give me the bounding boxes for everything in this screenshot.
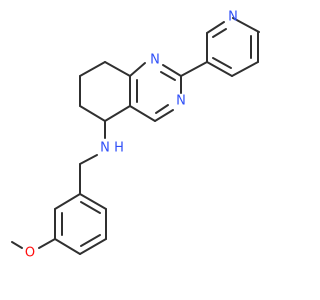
atom-label-h-amine: H xyxy=(114,141,124,156)
bond xyxy=(206,61,233,77)
bond xyxy=(232,17,260,33)
bond xyxy=(154,109,174,122)
bond xyxy=(80,201,101,214)
bond xyxy=(162,64,182,77)
bond xyxy=(79,154,98,165)
bond xyxy=(180,61,208,77)
bond xyxy=(54,193,81,210)
bond xyxy=(155,104,169,114)
bond xyxy=(231,61,259,77)
atom-label-n-quinazoline-3: N xyxy=(176,94,186,109)
bond xyxy=(38,238,56,249)
atom-label-n-pyridine: N xyxy=(228,10,238,25)
molecule-diagram: N N N N H O xyxy=(11,10,260,261)
atom-label-o-methoxy: O xyxy=(25,246,35,261)
bond xyxy=(212,28,227,38)
bond xyxy=(79,61,106,77)
bond xyxy=(104,105,131,122)
bond xyxy=(129,105,156,122)
pyridine-ring xyxy=(206,17,260,77)
bond xyxy=(11,241,23,249)
bond xyxy=(212,57,232,69)
bond xyxy=(54,238,81,255)
bond xyxy=(129,62,146,77)
bond xyxy=(79,238,107,255)
bond xyxy=(104,61,131,77)
benzene-ring xyxy=(54,193,107,255)
bond xyxy=(160,71,176,81)
bond xyxy=(80,234,101,247)
atom-label-n-quinazoline-1: N xyxy=(150,53,160,68)
molecule-svg: N N N N H O xyxy=(11,10,260,261)
cyclohexane-ring xyxy=(79,61,131,122)
bond xyxy=(79,105,106,122)
pyrimidine-ring xyxy=(129,62,182,122)
atom-label-n-amine: N xyxy=(100,141,110,156)
bond xyxy=(79,193,107,210)
bond xyxy=(206,21,225,34)
